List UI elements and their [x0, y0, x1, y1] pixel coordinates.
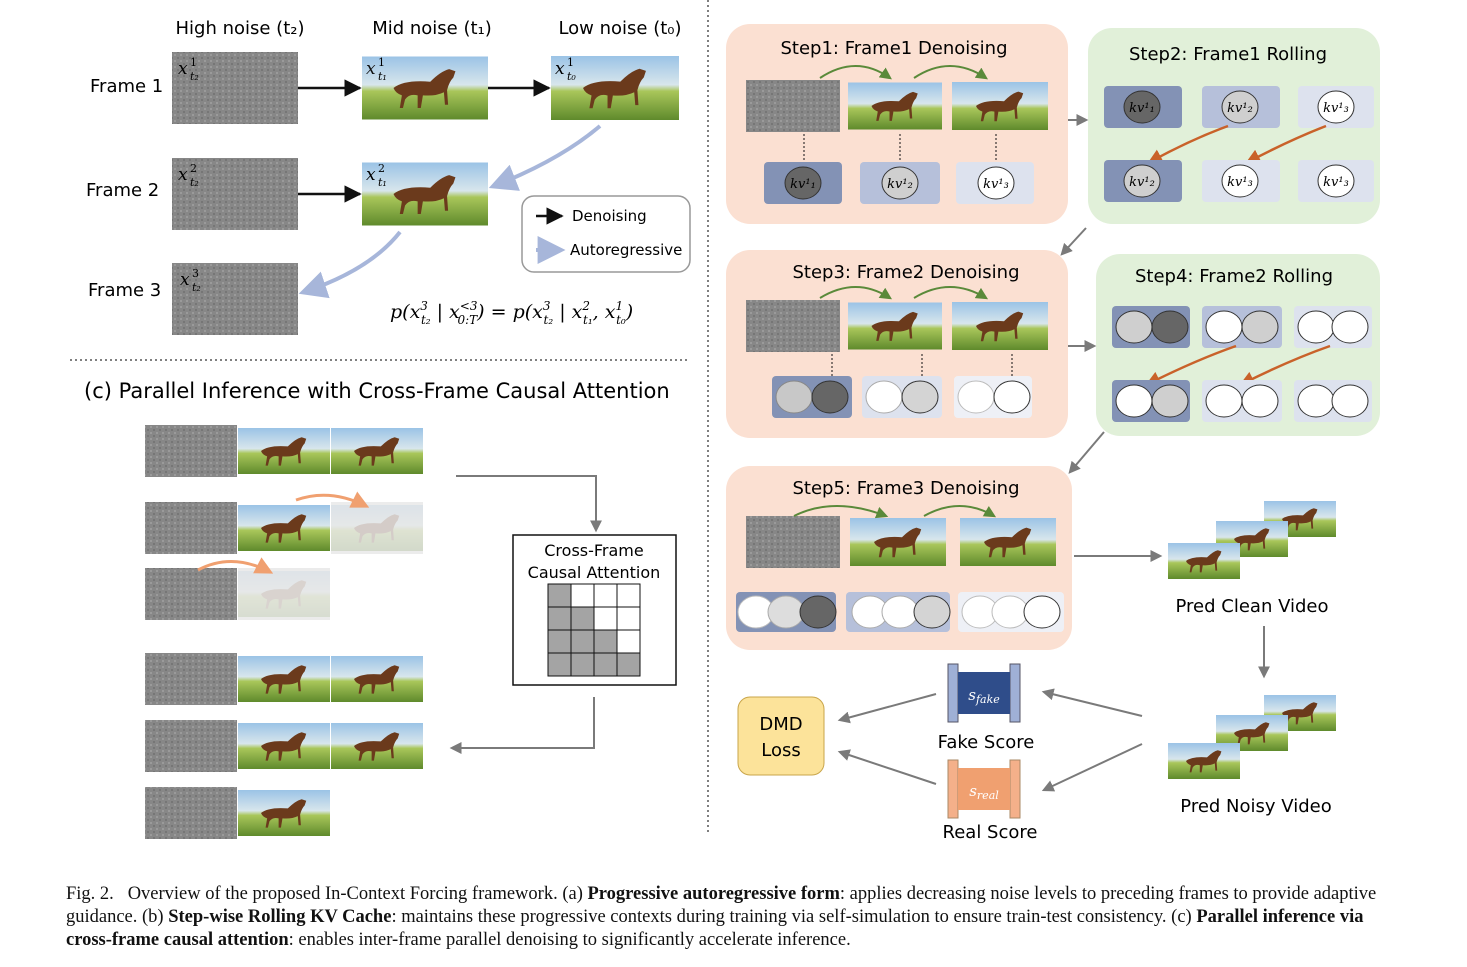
autoregressive-arrow: [298, 230, 402, 299]
autoregressive-arrow: [488, 124, 602, 191]
caption-text-3: : enables inter-frame parallel denoising…: [288, 930, 851, 950]
attention-matrix: [547, 583, 641, 677]
flow-arrow: [449, 697, 595, 754]
fake-score-network: sfake: [947, 663, 1021, 723]
row-label-frame3: Frame 3: [88, 280, 161, 301]
caption-text-2: : maintains these progressive contexts d…: [391, 907, 1192, 927]
svg-text:t₁: t₁: [378, 176, 387, 189]
svg-text:t₁: t₁: [378, 70, 387, 83]
dmd-loss-box: [737, 696, 825, 776]
figure-caption: Fig. 2. Overview of the proposed In-Cont…: [66, 883, 1406, 952]
svg-text:x: x: [555, 59, 565, 79]
parallel-arrow: [295, 491, 370, 508]
latent-label: x: [178, 59, 188, 79]
svg-text:x: x: [366, 165, 376, 185]
svg-text:t₂: t₂: [190, 176, 199, 189]
svg-text:kv¹₂: kv¹₂: [1129, 175, 1155, 190]
parallel-arrow: [197, 557, 274, 574]
pred-clean-label: Pred Clean Video: [1176, 596, 1329, 617]
row-label-frame1: Frame 1: [90, 76, 163, 97]
caption-fig: Fig. 2.: [66, 884, 114, 904]
flow-arrow: [456, 475, 602, 533]
svg-text:1: 1: [378, 56, 385, 69]
caption-bold-3: Parallel inference via cross-frame causa…: [66, 907, 1364, 950]
svg-text:t₀: t₀: [567, 70, 576, 83]
attention-label-1: Cross-Frame: [544, 541, 643, 560]
panel-c-title: (c) Parallel Inference with Cross-Frame …: [84, 379, 670, 403]
dmd-label-1: DMD: [759, 714, 802, 735]
svg-text:1: 1: [567, 56, 574, 69]
legend-autoregressive: Autoregressive: [570, 241, 682, 259]
pred-noisy-label: Pred Noisy Video: [1180, 796, 1331, 817]
svg-text:kv¹₁: kv¹₁: [790, 177, 816, 192]
svg-text:kv¹₃: kv¹₃: [1323, 175, 1349, 190]
latent-sub: t₂: [190, 70, 199, 83]
col-header-mid: Mid noise (t₁): [372, 18, 492, 39]
svg-text:x: x: [178, 165, 188, 185]
noise-image: [172, 158, 298, 230]
row-label-frame2: Frame 2: [86, 180, 159, 201]
step4-title: Step4: Frame2 Rolling: [1135, 266, 1333, 287]
caption-bold-2: Step-wise Rolling KV Cache: [168, 907, 392, 927]
caption-text-1: : applies decreasing noise levels to pre…: [66, 884, 1377, 927]
caption-intro: Overview of the proposed In-Context Forc…: [127, 884, 583, 904]
attention-label-2: Causal Attention: [528, 563, 661, 582]
real-score-label: Real Score: [943, 822, 1038, 843]
svg-text:2: 2: [190, 162, 197, 175]
dmd-label-2: Loss: [761, 740, 800, 761]
noise-image: [172, 263, 298, 335]
svg-text:kv¹₃: kv¹₃: [1227, 175, 1253, 190]
noise-image: [145, 425, 237, 477]
svg-text:kv¹₃: kv¹₃: [983, 177, 1009, 192]
svg-text:x: x: [366, 59, 376, 79]
svg-text:kv¹₃: kv¹₃: [1323, 101, 1349, 116]
svg-text:2: 2: [378, 162, 385, 175]
svg-text:kv¹₁: kv¹₁: [1129, 101, 1155, 116]
legend-denoising: Denoising: [572, 207, 647, 225]
step3-title: Step3: Frame2 Denoising: [792, 262, 1019, 283]
svg-text:kv¹₂: kv¹₂: [887, 177, 913, 192]
latent-sup: 1: [190, 56, 197, 69]
caption-bold-1: Progressive autoregressive form: [587, 884, 840, 904]
col-header-low: Low noise (t₀): [558, 18, 681, 39]
step1-title: Step1: Frame1 Denoising: [780, 38, 1007, 59]
fake-score-label: Fake Score: [938, 732, 1035, 753]
step2-title: Step2: Frame1 Rolling: [1129, 44, 1327, 65]
svg-text:x: x: [180, 270, 190, 290]
noise-image: [172, 52, 298, 124]
svg-text:kv¹₂: kv¹₂: [1227, 101, 1253, 116]
step5-title: Step5: Frame3 Denoising: [792, 478, 1019, 499]
svg-text:3: 3: [192, 267, 199, 280]
svg-text:t₂: t₂: [192, 281, 201, 294]
col-header-high: High noise (t₂): [175, 18, 304, 39]
real-score-network: sreal: [947, 759, 1021, 819]
